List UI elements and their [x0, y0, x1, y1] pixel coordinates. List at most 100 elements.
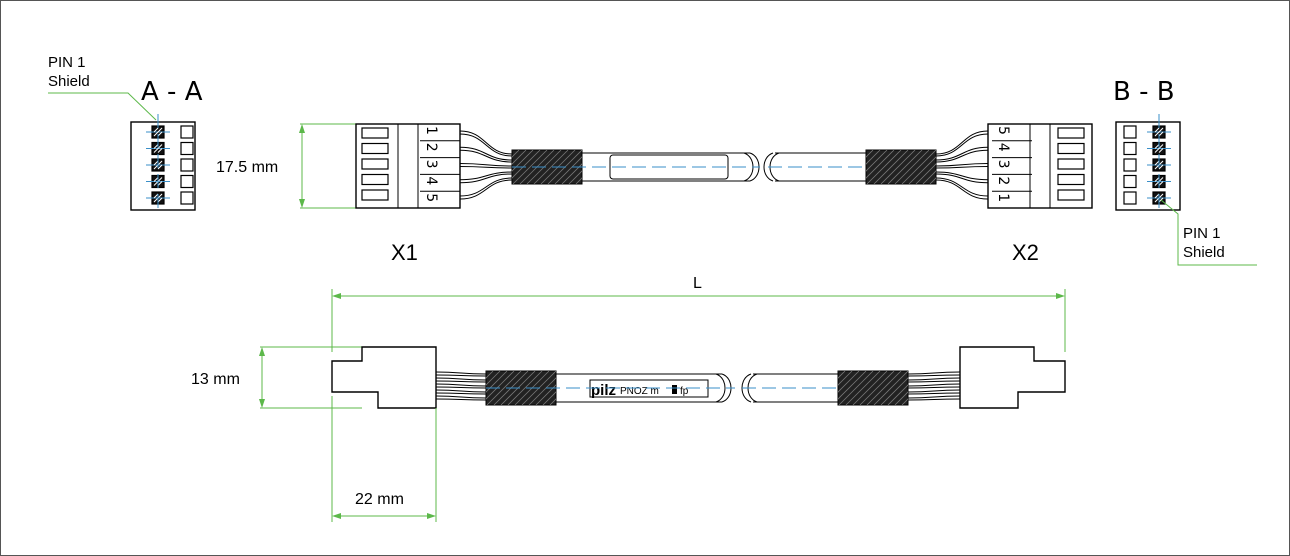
pin-cell: [1123, 158, 1137, 172]
wire: [935, 146, 989, 161]
wire: [459, 171, 513, 181]
wire: [459, 163, 513, 167]
hatch-group: [838, 371, 908, 405]
connector-slot: [1057, 127, 1085, 139]
sleeve-hatch: [880, 377, 908, 405]
wire: [459, 177, 513, 197]
pin-cell: [180, 191, 194, 205]
pin-cell: [180, 141, 194, 156]
pin-hatch: [1154, 127, 1164, 137]
wire: [459, 133, 513, 157]
pin-cell: [1123, 141, 1137, 156]
sleeve-hatch: [901, 398, 908, 405]
x2-connector-side: [959, 346, 1066, 409]
wire: [459, 146, 513, 161]
hatch-group: [866, 150, 936, 184]
wire: [935, 133, 989, 157]
connector-slot: [1057, 142, 1085, 155]
brand-logo: pilz: [591, 382, 616, 399]
dim-height-top: 17.5 mm: [216, 159, 278, 176]
sleeve-hatch: [866, 150, 902, 184]
wire: [907, 386, 961, 389]
sleeve-hatch: [838, 371, 846, 379]
wire: [435, 392, 487, 395]
pin-cell: [180, 174, 194, 189]
wire: [435, 380, 487, 383]
pin-cell: [180, 158, 194, 172]
sleeve-hatch: [549, 398, 556, 405]
connector-slot: [361, 189, 389, 201]
connector-slot: [361, 142, 389, 155]
wire: [459, 166, 513, 169]
sleeve-hatch: [866, 150, 881, 165]
sleeve-hatch: [568, 170, 582, 184]
wire: [459, 179, 513, 200]
pin-hatch: [1154, 144, 1164, 153]
pin-number: 5: [995, 126, 1011, 135]
sleeve-hatch: [887, 150, 923, 184]
section-a-title: A - A: [141, 77, 203, 107]
section-b-view: PIN 1 Shield B - B: [1113, 77, 1257, 266]
wire: [935, 171, 989, 181]
pin-number: 3: [995, 160, 1011, 169]
wire: [907, 392, 961, 395]
sleeve-hatch: [908, 156, 936, 184]
connector-slot: [1057, 173, 1085, 186]
pin-number: 4: [423, 176, 439, 185]
sleeve-hatch: [838, 371, 853, 386]
wire: [907, 377, 961, 381]
dim-height-bottom: 13 mm: [191, 371, 240, 388]
section-b-title: B - B: [1113, 77, 1175, 107]
pin-number: 1: [423, 126, 439, 135]
wire: [935, 130, 989, 155]
wire: [435, 398, 487, 401]
sleeve-hatch: [901, 150, 936, 184]
wire: [907, 395, 961, 399]
wire: [435, 383, 487, 387]
wire: [907, 398, 961, 401]
wire: [907, 383, 961, 387]
dim-length-label: L: [693, 275, 702, 292]
sleeve-hatch: [507, 371, 543, 405]
cable-print-text: PNOZ m: [620, 386, 659, 397]
sleeve-hatch: [880, 150, 916, 184]
sleeve-hatch: [852, 371, 888, 405]
wire: [435, 386, 487, 389]
sleeve-hatch: [866, 150, 874, 158]
pin1-label-left: PIN 1: [48, 54, 86, 71]
connector-slot: [1057, 158, 1085, 170]
connector-slot: [361, 158, 389, 170]
wire: [435, 389, 487, 393]
pin-hatch: [153, 144, 163, 153]
shield-label-left: Shield: [48, 73, 90, 90]
wire: [459, 173, 513, 184]
sleeve-hatch: [512, 150, 548, 184]
wire: [907, 371, 961, 375]
dim-length: L: [331, 275, 1066, 352]
sleeve-hatch: [929, 177, 936, 184]
wire: [935, 166, 989, 169]
section-a-view: PIN 1 Shield A - A: [48, 54, 203, 214]
pin-number: 2: [423, 143, 439, 152]
pin-number: 3: [423, 160, 439, 169]
sleeve-hatch: [894, 150, 930, 184]
sleeve-hatch: [922, 170, 936, 184]
pin-cell: [180, 125, 194, 139]
sleeve-hatch: [873, 150, 909, 184]
x2-label: X2: [1012, 240, 1039, 265]
side-view: 13 mm 22 mm pilz PNOZ m fp: [191, 346, 1066, 522]
wire: [907, 380, 961, 383]
pin-hatch: [153, 127, 163, 137]
connector-slot: [361, 127, 389, 139]
sleeve-hatch: [866, 150, 895, 179]
sleeve-hatch: [486, 371, 522, 405]
sleeve-hatch: [838, 371, 867, 400]
cable-print-mark: [672, 385, 677, 394]
wire: [935, 149, 989, 163]
wire: [435, 374, 487, 377]
wire: [907, 389, 961, 393]
